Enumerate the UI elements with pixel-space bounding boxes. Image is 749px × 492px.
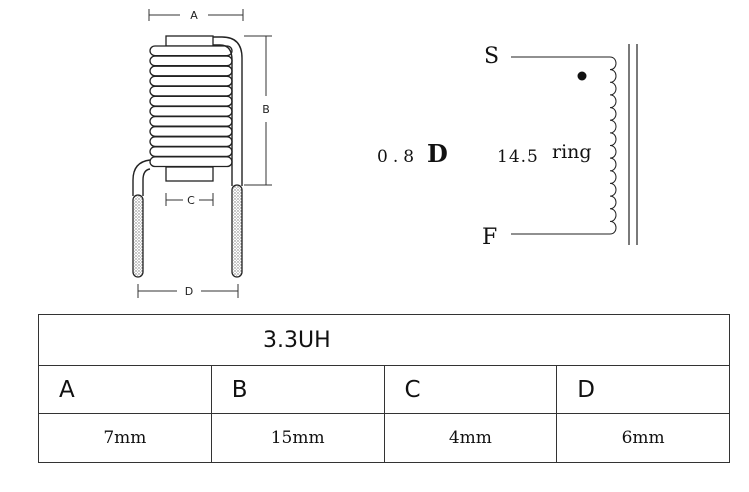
header-b: B [210, 365, 385, 414]
core-bottom-tab [165, 166, 214, 182]
coil-turn [149, 115, 233, 127]
turns-value: 14.5 [497, 147, 539, 167]
schematic-coil [609, 56, 617, 235]
coil-turn [149, 146, 233, 158]
dimension-b [244, 35, 272, 186]
coil-turn [149, 55, 233, 67]
value-b: 15mm [210, 413, 385, 463]
value-d: 6mm [556, 413, 730, 463]
polarity-dot [577, 71, 587, 81]
left-tinned-leg [132, 194, 144, 278]
coil-turn [149, 65, 233, 77]
left-lead-bend [132, 159, 151, 196]
finish-terminal-label: F [482, 225, 497, 250]
header-d: D [556, 365, 730, 414]
coil-turn [149, 75, 233, 87]
header-a: A [38, 365, 212, 414]
coil-turn [149, 45, 233, 57]
dimension-a [148, 9, 244, 21]
spec-header-row: A B C D [38, 365, 730, 414]
spec-table: 3.3UH A B C D 7mm 15mm 4mm 6mm [38, 314, 730, 463]
coil-turn [149, 85, 233, 97]
coil-winding [149, 45, 233, 168]
wire-diameter-unit: D [427, 139, 448, 168]
start-terminal-label: S [484, 44, 499, 69]
core-top-tab [165, 35, 214, 47]
coil-turn [149, 136, 233, 148]
spec-title-row: 3.3UH [38, 314, 730, 366]
dimension-d-label: D [185, 285, 193, 298]
spec-value-row: 7mm 15mm 4mm 6mm [38, 413, 730, 463]
left-lead-bend-inner [142, 168, 151, 196]
value-a: 7mm [38, 413, 212, 463]
dimension-a-label: A [190, 9, 198, 22]
right-tinned-leg [231, 184, 243, 278]
dimension-c [165, 193, 214, 206]
coil-return-lead [213, 44, 233, 186]
coil-turn [149, 126, 233, 137]
inductor-drawing: A B C D S F [132, 9, 638, 298]
coil-return-lead-outer [213, 36, 243, 186]
turns-unit: ring [552, 141, 592, 163]
dimension-d [137, 284, 239, 298]
coil-turn [149, 105, 233, 117]
coil-turn [149, 95, 233, 107]
header-c: C [383, 365, 558, 414]
dimension-b-label: B [262, 103, 270, 116]
value-c: 4mm [383, 413, 558, 463]
coil-turn [149, 156, 233, 168]
wire-diameter-value: 0.8 [377, 147, 419, 167]
inductance-title: 3.3UH [38, 314, 730, 366]
dimension-c-label: C [187, 194, 195, 207]
